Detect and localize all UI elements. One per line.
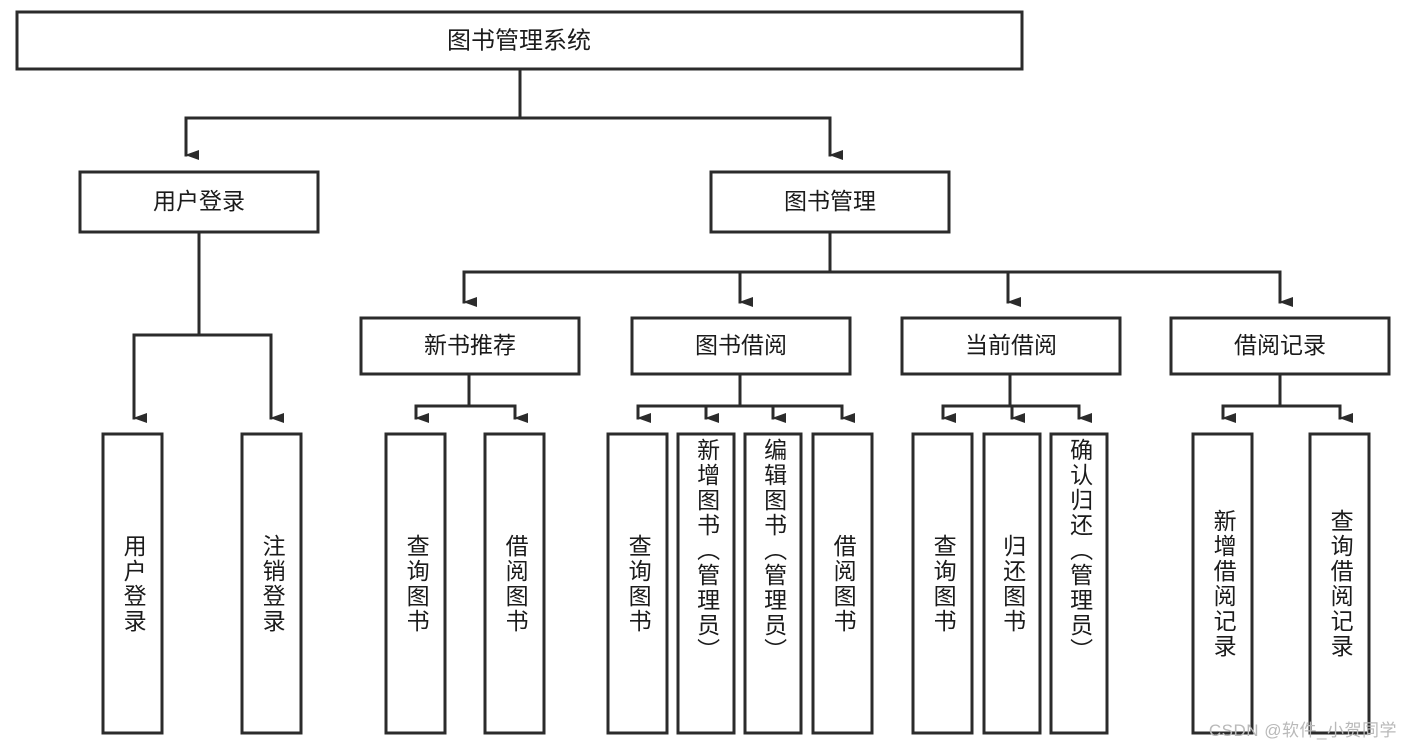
node-borrow-records[interactable]: 借阅记录	[1169, 316, 1391, 376]
leaf-box-confirm-return[interactable]	[1049, 432, 1109, 735]
leaf-box-query-book-1[interactable]	[384, 432, 447, 735]
node-borrow-records-label: 借阅记录	[1234, 332, 1326, 358]
node-book-management[interactable]: 图书管理	[709, 170, 951, 234]
leaf-box-edit-book[interactable]	[743, 432, 803, 735]
connector-user-login-to-leaves	[132, 230, 284, 423]
leaf-box-query-book-2[interactable]	[606, 432, 669, 735]
connector-book-borrow-to-leaves	[636, 372, 855, 423]
leaf-box-query-book-3[interactable]	[911, 432, 974, 735]
leaf-box-borrow-book-2[interactable]	[811, 432, 874, 735]
node-user-login[interactable]: 用户登录	[78, 170, 320, 234]
leaf-box-query-borrow-record[interactable]	[1308, 432, 1371, 735]
leaf-box-return-book[interactable]	[982, 432, 1042, 735]
connector-root-to-level1	[184, 67, 843, 160]
leaf-box-user-login-do[interactable]	[101, 432, 164, 735]
node-root[interactable]: 图书管理系统	[15, 10, 1024, 71]
node-current-borrow-label: 当前借阅	[965, 332, 1057, 358]
node-book-borrow-label: 图书借阅	[695, 332, 787, 358]
leaf-box-borrow-book-1[interactable]	[483, 432, 546, 735]
node-book-management-label: 图书管理	[784, 188, 876, 214]
leaf-box-add-borrow-record[interactable]	[1191, 432, 1254, 735]
leaf-box-user-logout[interactable]	[240, 432, 303, 735]
node-new-book-recommend[interactable]: 新书推荐	[359, 316, 581, 376]
node-root-label: 图书管理系统	[447, 27, 591, 54]
connector-borrow-records-to-leaves	[1221, 372, 1353, 423]
node-new-book-recommend-label: 新书推荐	[424, 332, 516, 358]
node-user-login-label: 用户登录	[153, 188, 245, 214]
leaf-box-add-book[interactable]	[676, 432, 736, 735]
node-current-borrow[interactable]: 当前借阅	[900, 316, 1122, 376]
connector-new-book-recommend-to-leaves	[414, 372, 528, 423]
node-book-borrow[interactable]: 图书借阅	[630, 316, 852, 376]
connector-current-borrow-to-leaves	[941, 372, 1092, 423]
connector-book-management-to-level2	[462, 230, 1293, 307]
leaf-boxes	[101, 432, 1371, 735]
